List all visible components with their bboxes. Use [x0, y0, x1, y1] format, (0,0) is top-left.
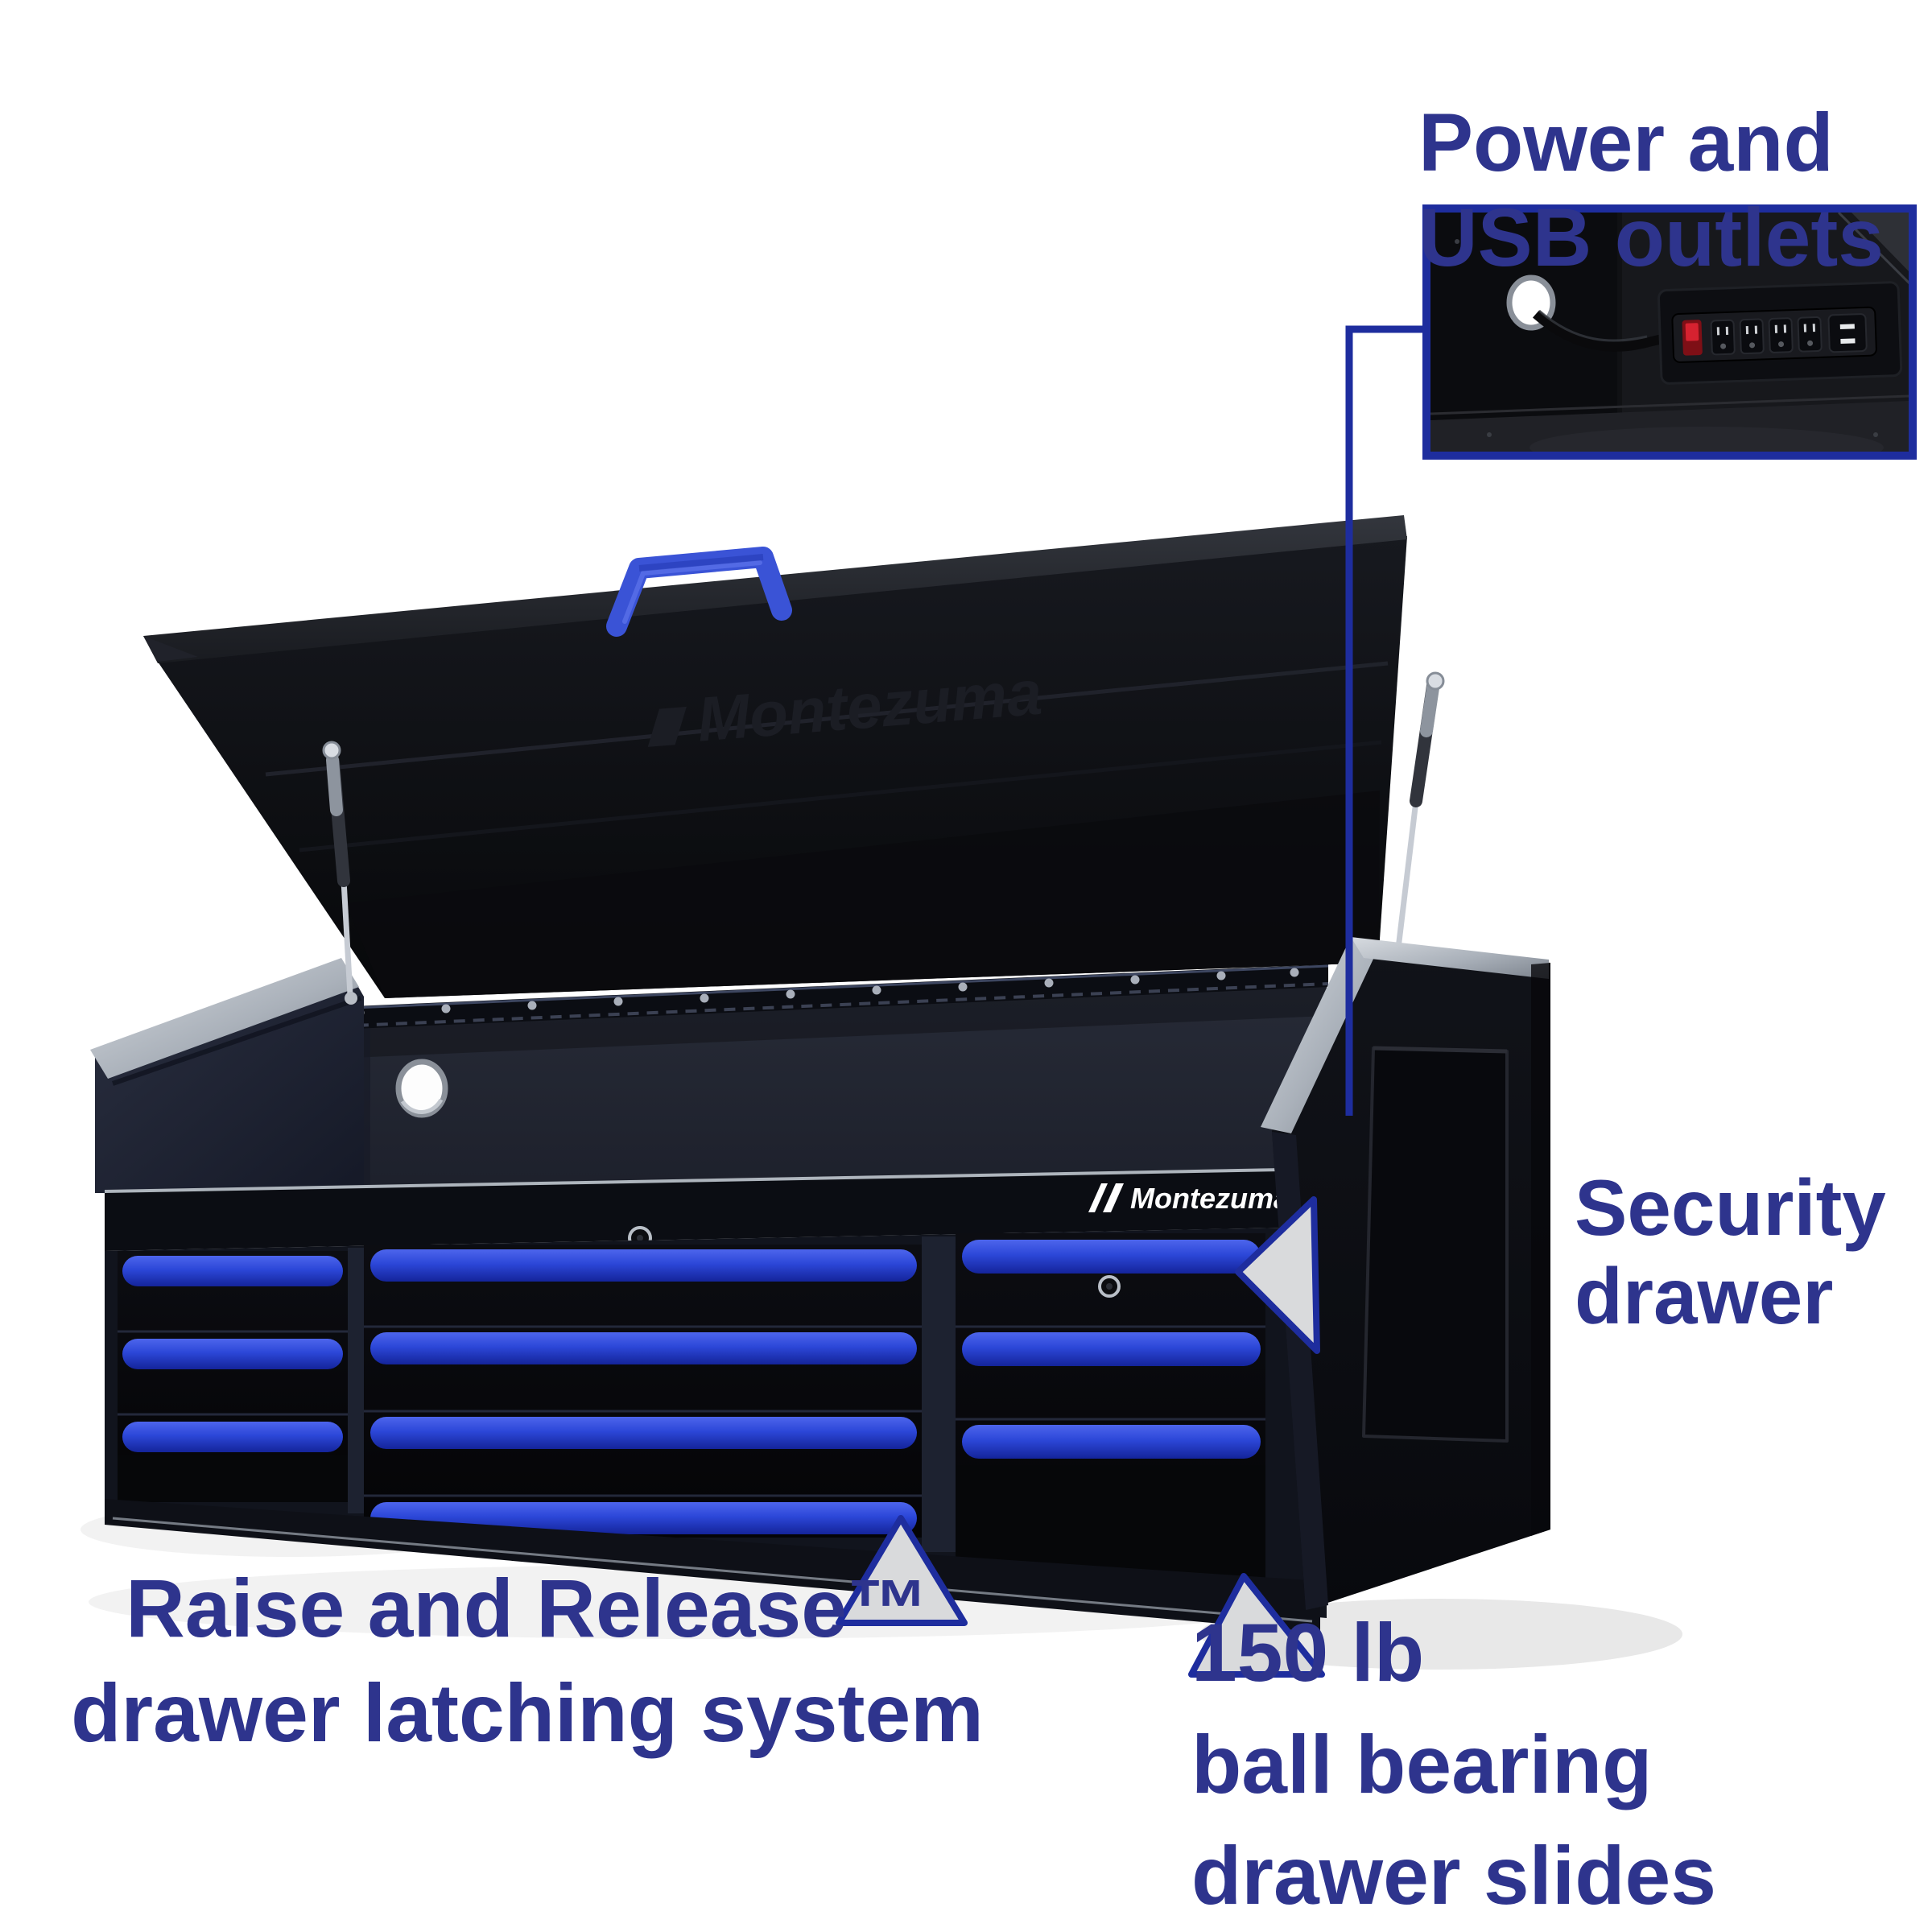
callout-line: ball bearing [1191, 1718, 1653, 1810]
base-rail [105, 1499, 1320, 1633]
lid: Montezuma [143, 515, 1407, 998]
drawer-handle [122, 1422, 343, 1452]
drawer-column-right [956, 1233, 1265, 1579]
power-strip [1657, 281, 1903, 385]
callout-line: drawer slides [1191, 1830, 1716, 1922]
side-wall-silver-trim [90, 958, 359, 1079]
usb-ports-icon [1827, 313, 1868, 353]
drawer-handle [962, 1425, 1261, 1459]
callout-security-drawer: Security drawer [1575, 1163, 1886, 1341]
gas-strut-left-icon [322, 741, 357, 1005]
callout-line: Security [1575, 1163, 1886, 1252]
callout-power-usb: Power and USB outlets [1418, 95, 1884, 286]
drawer-handle [122, 1339, 343, 1369]
drawer-handle [122, 1256, 343, 1286]
end-cap-silver-top [1351, 937, 1549, 979]
drawer-column-left [118, 1251, 348, 1502]
drawer-handle [962, 1240, 1261, 1274]
drawer-face-tall [118, 1455, 348, 1502]
gas-strut-right-icon [1391, 671, 1445, 956]
drawer-handle [370, 1332, 917, 1364]
grommet-hole-icon [395, 1059, 448, 1118]
callout-arrow-up-raise-icon [836, 1515, 968, 1626]
drawer-handle [962, 1332, 1261, 1366]
callout-line: USB outlets [1418, 192, 1885, 284]
callout-raise-release: Raise and Release™ drawer latching syste… [16, 1557, 1038, 1765]
drawer-handle [370, 1417, 917, 1449]
front-logo-text: Montezuma [1130, 1182, 1290, 1215]
callout-drawer-slides: 150 lb ball bearing drawer slides [1191, 1597, 1716, 1932]
outlet-icons [1710, 316, 1823, 356]
drawer-handle [370, 1249, 917, 1282]
callout-line: drawer latching system [71, 1666, 984, 1759]
callout-line: Power and [1418, 97, 1834, 188]
power-usb-inset-panel [1422, 204, 1917, 460]
callout-arrow-up-slides-icon [1188, 1573, 1325, 1678]
left-side-wall [90, 958, 364, 1193]
inset-connector-line [1345, 325, 1426, 1116]
montezuma-logo-icon: Montezuma [1088, 1182, 1291, 1215]
end-cap-recessed-panel [1362, 1046, 1509, 1443]
drawer-field [105, 1227, 1327, 1633]
security-end-cap [1261, 937, 1550, 1610]
drawer-column-middle [364, 1245, 922, 1538]
callout-arrow-left-security-icon [1235, 1196, 1320, 1354]
callout-line: Raise and Release™ [126, 1563, 929, 1654]
power-cable [1533, 310, 1678, 352]
callout-line: 150 lb [1191, 1607, 1425, 1699]
callout-line: drawer [1575, 1251, 1834, 1340]
lid-handle [606, 547, 792, 637]
